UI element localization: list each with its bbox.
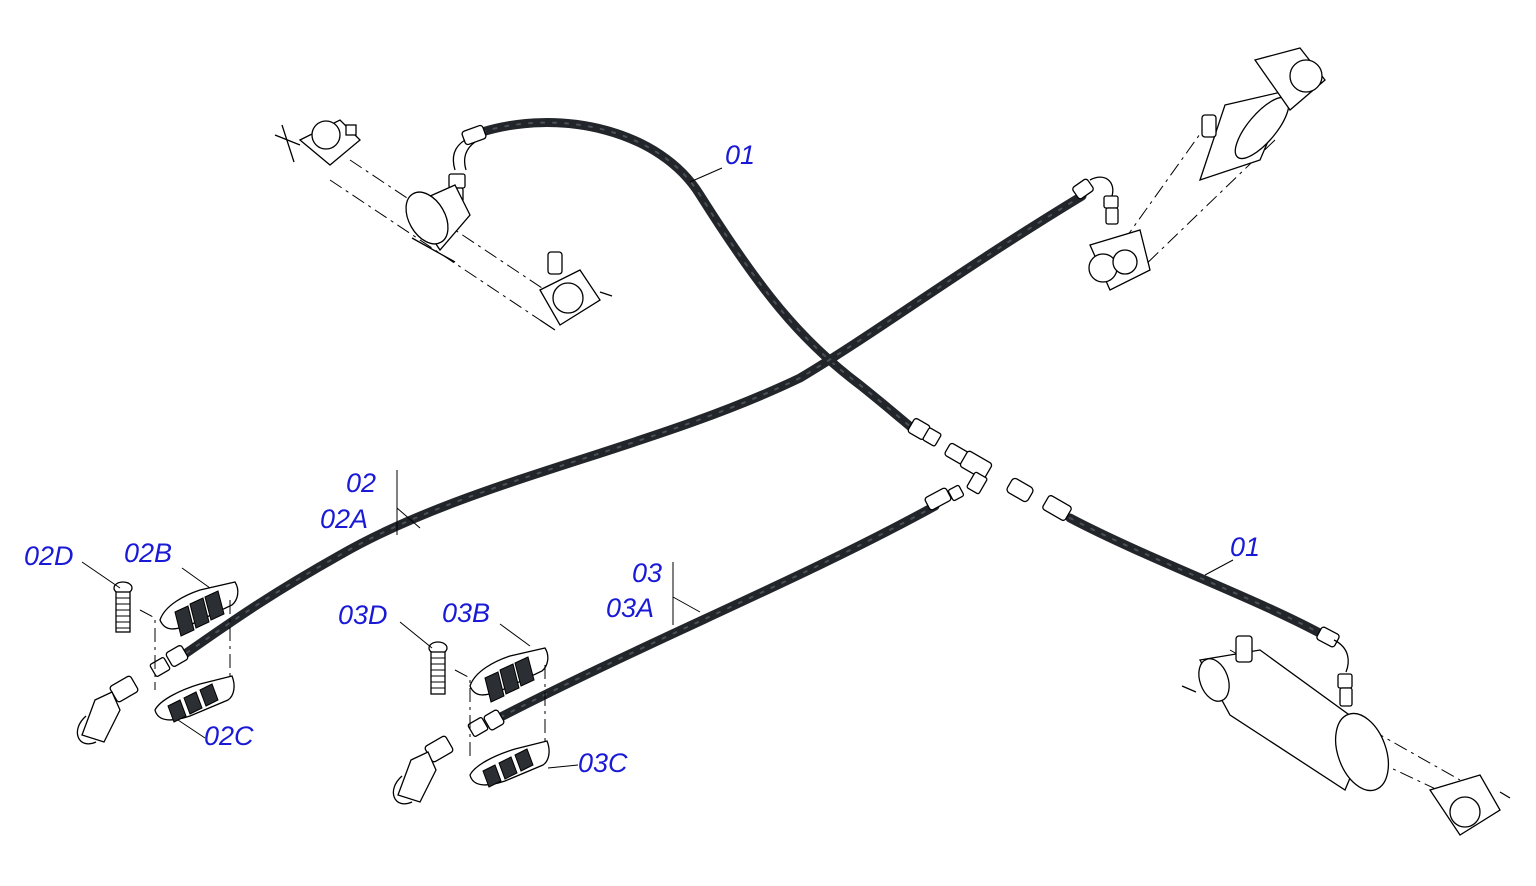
label-02d: 02D (24, 541, 74, 571)
screw-03d (428, 641, 546, 760)
label-03c: 03C (578, 748, 628, 778)
hose-01-lower (1065, 513, 1330, 641)
clamp-half-03b (469, 647, 549, 703)
screw-02d (113, 581, 231, 690)
label-03: 03 (632, 558, 662, 588)
label-03d: 03D (338, 600, 388, 630)
clamp-half-02c (154, 675, 235, 723)
label-03a: 03A (606, 593, 654, 623)
clamp-half-02b (159, 581, 239, 637)
label-02a: 02A (320, 504, 368, 534)
cylinder-upper-left (274, 119, 613, 331)
hose-01-upper (477, 118, 917, 433)
hose-crimp-fittings (149, 124, 1353, 737)
label-01-lower: 01 (1230, 532, 1260, 562)
cylinder-upper-right (1088, 47, 1326, 291)
hose-03 (490, 501, 940, 725)
label-02: 02 (346, 468, 376, 498)
clamp-half-03c (469, 740, 550, 788)
label-01-upper: 01 (725, 140, 755, 170)
cylinder-lower-right (1181, 635, 1511, 836)
coupler-plug-02 (76, 675, 139, 745)
coupler-plug-03 (392, 735, 454, 805)
hose-02 (177, 191, 1087, 661)
hose-end-fittings-center (907, 418, 1072, 521)
label-03b: 03B (442, 598, 490, 628)
label-02c: 02C (204, 721, 254, 751)
label-02b: 02B (124, 538, 172, 568)
leader-lines (81, 167, 1234, 769)
